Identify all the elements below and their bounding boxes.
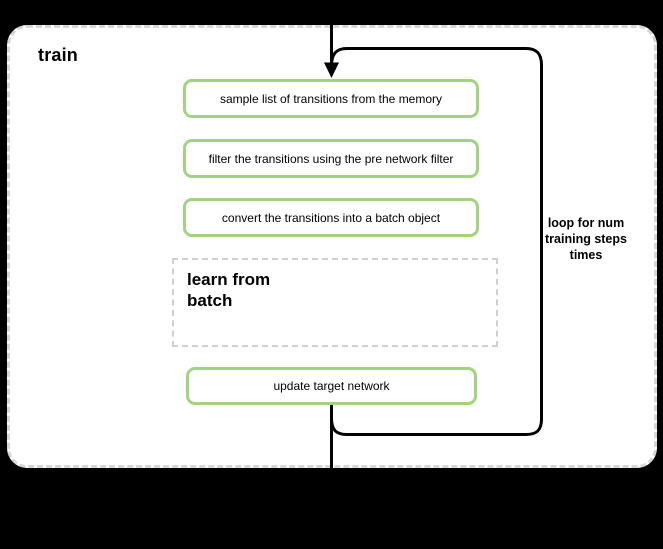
step-sample-transitions: sample list of transitions from the memo… — [183, 79, 479, 118]
step-filter-transitions: filter the transitions using the pre net… — [183, 139, 479, 178]
train-group-label: train — [38, 45, 79, 65]
subroutine-label: learn from batch — [187, 270, 271, 310]
step-convert-to-batch: convert the transitions into a batch obj… — [183, 198, 479, 237]
subroutine-learn-from-batch: learn from batch — [172, 258, 498, 347]
step-update-target-network: update target network — [186, 367, 477, 405]
loop-annotation: loop for num training steps times — [545, 216, 627, 262]
